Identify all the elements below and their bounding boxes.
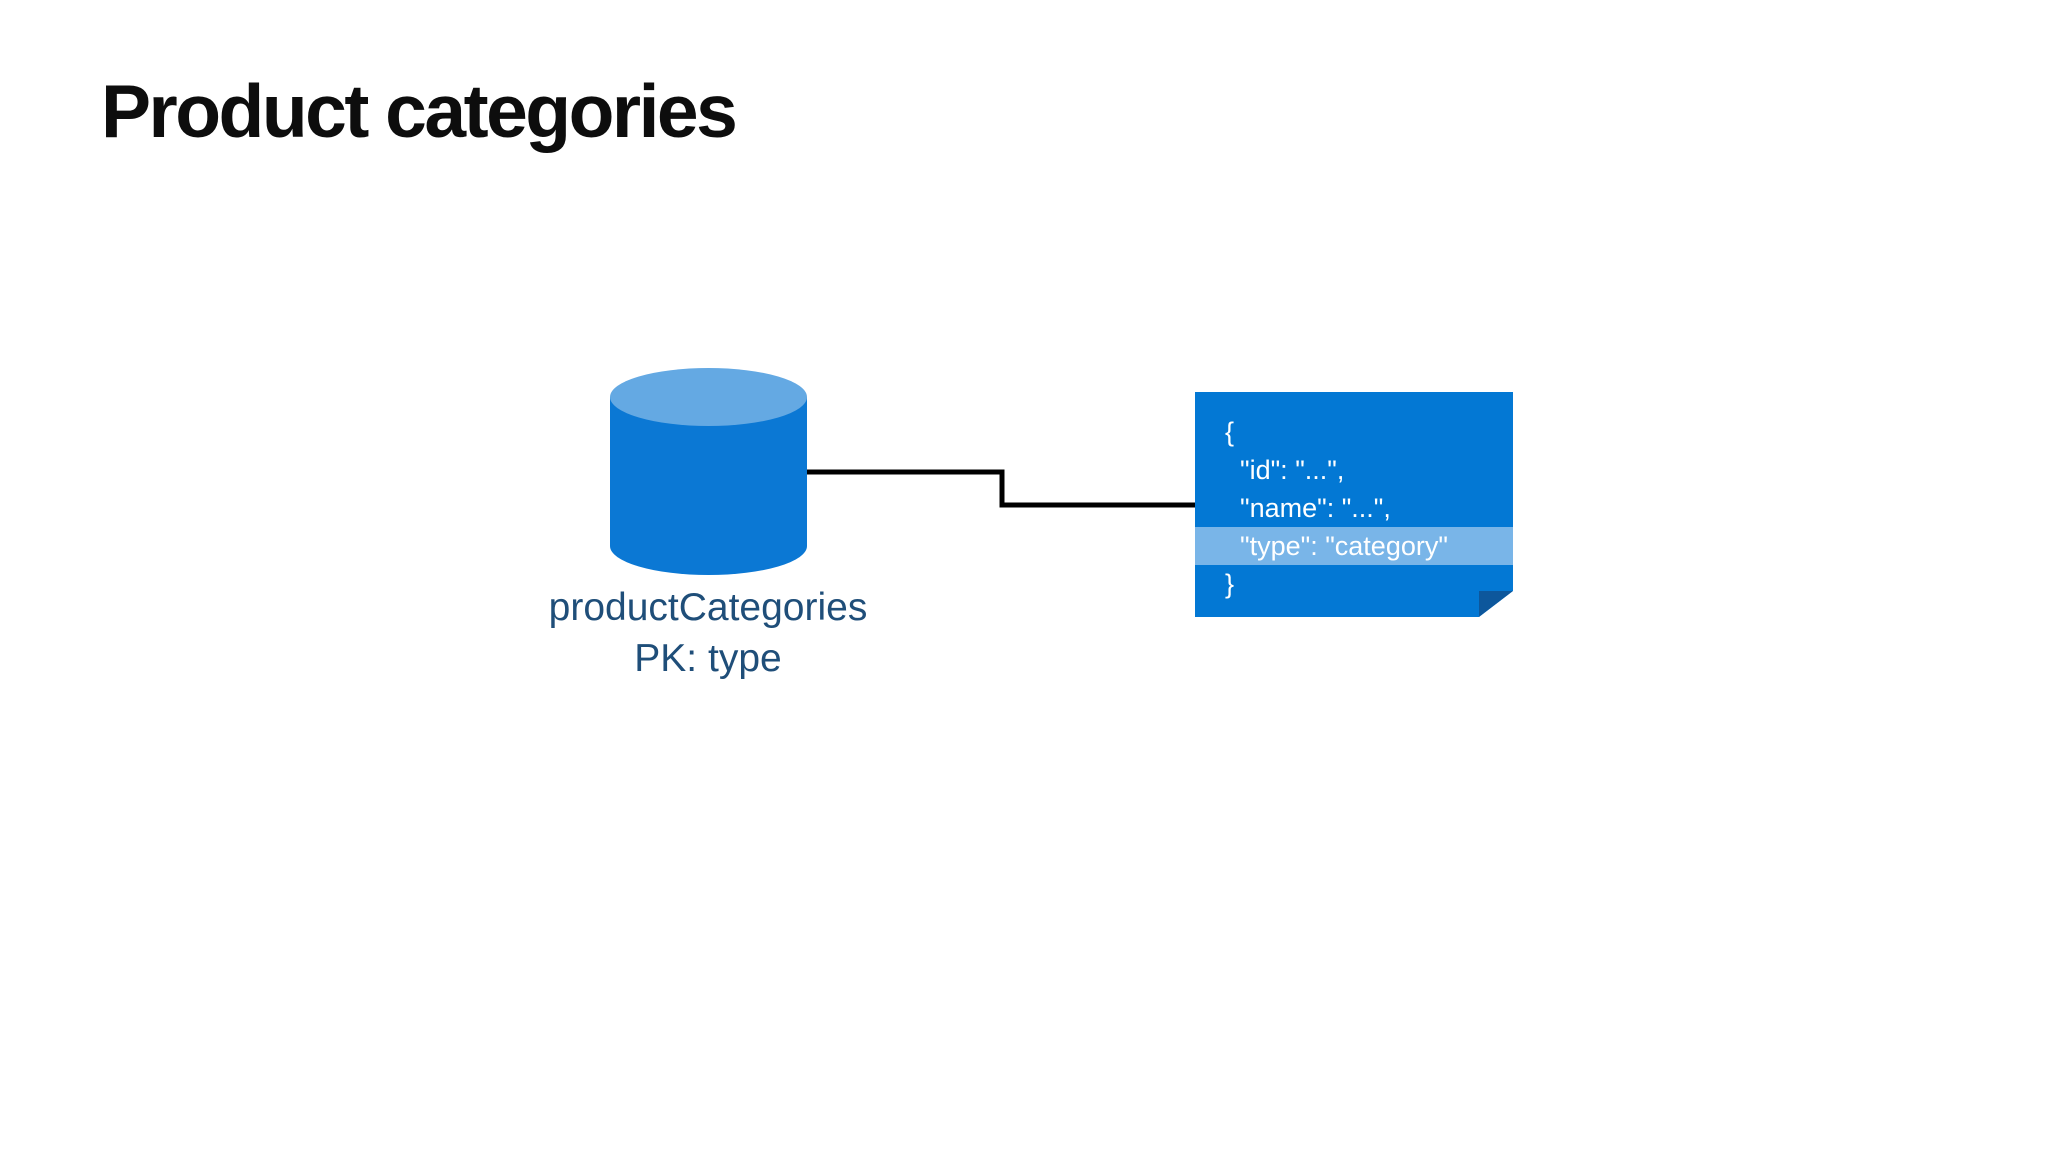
json-line-close-brace: } (1225, 569, 1235, 599)
json-line-open-brace: { (1225, 417, 1235, 447)
json-line-name: "name": "...", (1225, 493, 1391, 523)
container-name: productCategories (548, 586, 868, 629)
json-line-id: "id": "...", (1225, 455, 1345, 485)
folded-corner-icon (1479, 591, 1513, 617)
connector-polyline (807, 469, 1196, 508)
json-line-type-highlighted: "type": "category" (1195, 527, 1513, 565)
database-cylinder-icon (610, 368, 807, 575)
container-partition-key: PK: type (634, 637, 782, 680)
container-label: productCategories PK: type (527, 582, 889, 684)
json-document-card: { "id": "...", "name": "...", "type": "c… (1195, 392, 1513, 617)
cylinder-top-ellipse (610, 368, 807, 426)
slide-title: Product categories (101, 69, 738, 153)
